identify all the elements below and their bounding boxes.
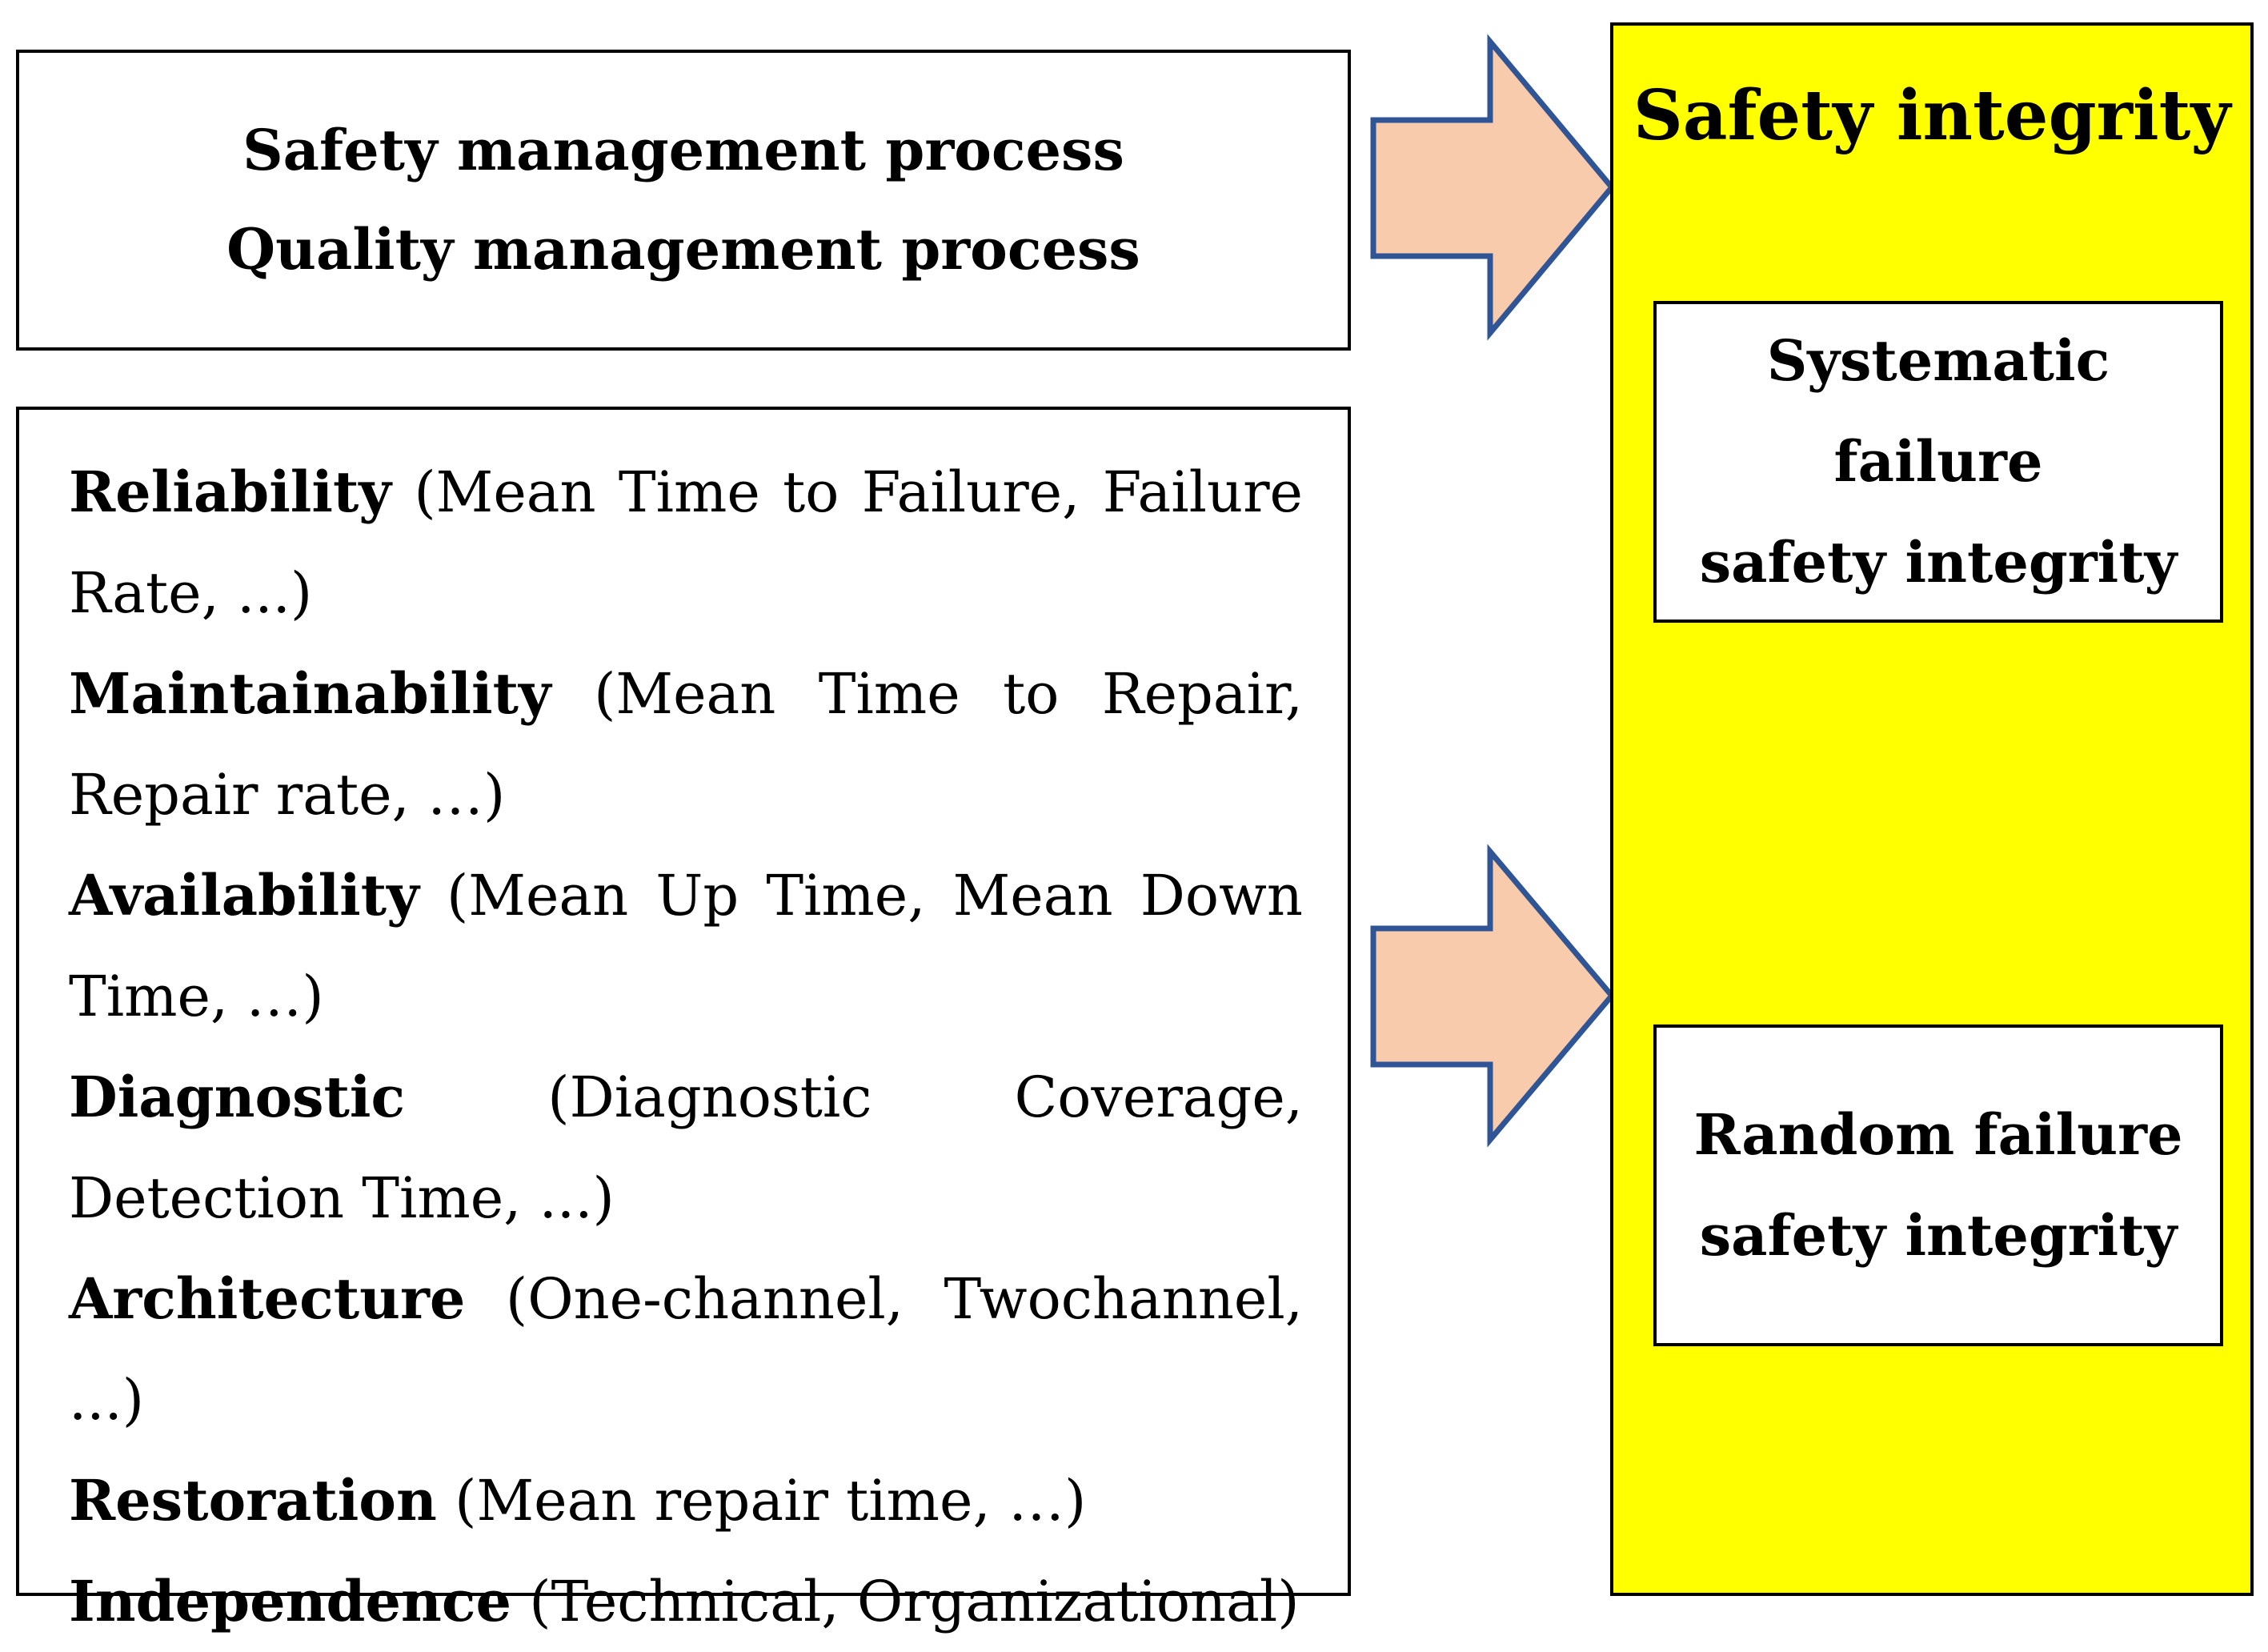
- systematic-failure-box: Systematic failure safety integrity: [1653, 301, 2223, 623]
- upper-arrow: [1370, 34, 1616, 341]
- arrows-layer: [1370, 34, 1616, 1148]
- factor-detail: (Mean repair time, …): [455, 1468, 1087, 1534]
- random-failure-label: Random failure: [1693, 1101, 2183, 1168]
- safety-management-process-label: Safety management process: [242, 117, 1124, 183]
- management-process-box: Safety management process Quality manage…: [16, 50, 1351, 351]
- factor-diagnostic: Diagnostic (Diagnostic Coverage, Detecti…: [69, 1047, 1303, 1249]
- lower-arrow: [1370, 844, 1616, 1148]
- factor-name: Architecture: [69, 1265, 466, 1332]
- factor-name: Reliability: [69, 459, 391, 525]
- factor-name: Restoration: [69, 1467, 437, 1534]
- factor-availability: Availability (Mean Up Time, Mean Down Ti…: [69, 845, 1303, 1047]
- rams-factors-box: Reliability (Mean Time to Failure, Failu…: [16, 407, 1351, 1634]
- factor-detail: (Mean Time to Failure, Failure Rate, ...…: [69, 459, 1303, 626]
- factor-detail: (One-channel, Twochannel, ...): [69, 1266, 1303, 1433]
- factor-maintainability: Maintainability (Mean Time to Repair, Re…: [69, 644, 1303, 845]
- systematic-failure-label: Systematic failure: [1766, 327, 2110, 495]
- factor-architecture: Architecture (One-channel, Twochannel, .…: [69, 1249, 1303, 1450]
- systematic-safety-integrity-label: safety integrity: [1699, 529, 2178, 595]
- factor-detail: (Mean Up Time, Mean Down Time, …): [69, 863, 1303, 1029]
- factor-detail: (Diagnostic Coverage, Detection Time, ..…: [69, 1065, 1303, 1231]
- factor-detail: (Mean Time to Repair, Repair rate, …): [69, 661, 1303, 828]
- factor-name: Diagnostic: [69, 1064, 406, 1130]
- safety-integrity-panel: Safety integrity Systematic failure safe…: [1610, 22, 2254, 1596]
- random-safety-integrity-label: safety integrity: [1699, 1202, 2178, 1269]
- factor-name: Availability: [69, 862, 419, 928]
- quality-management-process-label: Quality management process: [226, 216, 1140, 283]
- factor-restoration: Restoration (Mean repair time, …): [69, 1450, 1303, 1551]
- factor-reliability: Reliability (Mean Time to Failure, Failu…: [69, 442, 1303, 644]
- random-failure-box: Random failure safety integrity: [1653, 1024, 2223, 1346]
- safety-integrity-title: Safety integrity: [1633, 75, 2231, 156]
- factor-name: Maintainability: [69, 660, 551, 727]
